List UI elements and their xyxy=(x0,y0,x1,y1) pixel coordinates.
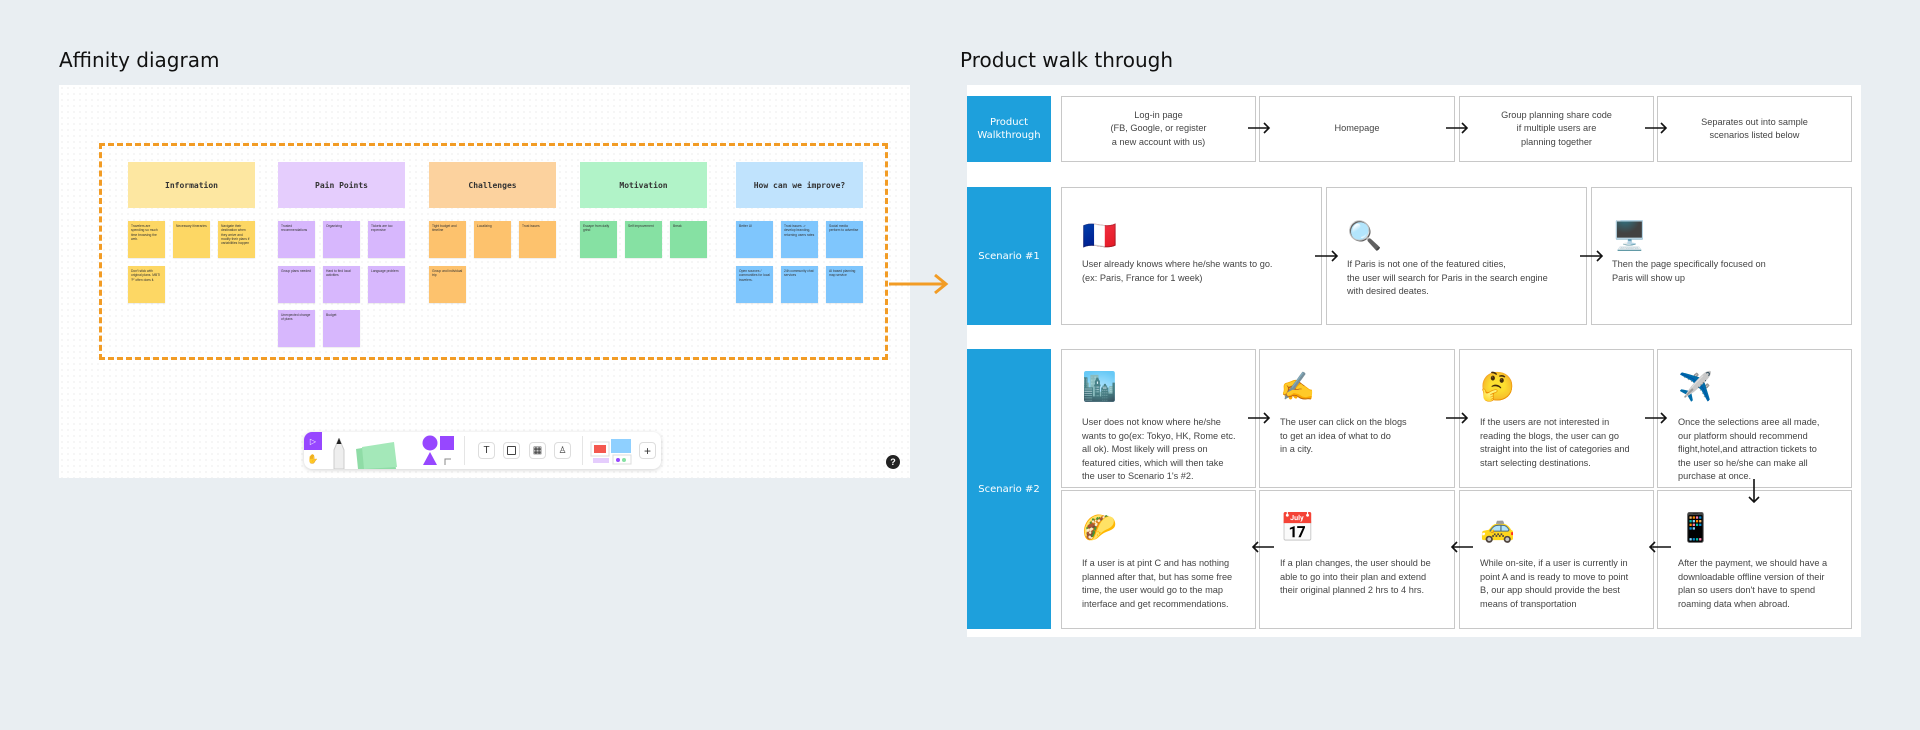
pen-icon xyxy=(333,438,345,469)
group-header-challenges[interactable]: Challenges xyxy=(429,162,556,208)
cityscape-icon: 🏙️ xyxy=(1082,371,1117,402)
flow-step[interactable]: 🏙️ User does not know where he/she wants … xyxy=(1061,349,1256,488)
shapes-tool[interactable] xyxy=(421,435,461,467)
flow-step[interactable]: Homepage xyxy=(1259,96,1455,162)
step-text: Then the page specifically focused on Pa… xyxy=(1612,259,1766,283)
sticky-note[interactable]: Unexpected change of plans xyxy=(278,310,315,347)
writing-hand-icon: ✍️ xyxy=(1280,371,1315,402)
group-header-how-can-we-improve[interactable]: How can we improve? xyxy=(736,162,863,208)
step-text: If a plan changes, the user should be ab… xyxy=(1280,558,1431,595)
flow-step[interactable]: 🚕 While on-site, if a user is currently i… xyxy=(1459,490,1654,629)
monitor-icon: 🖥️ xyxy=(1612,220,1647,251)
taxi-icon: 🚕 xyxy=(1480,512,1515,543)
flow-step[interactable]: 🤔 If the users are not interested in read… xyxy=(1459,349,1654,488)
sticky-note[interactable]: Localizing xyxy=(474,221,511,258)
text-tool[interactable]: T xyxy=(478,442,495,459)
toolbar-divider xyxy=(464,436,465,465)
row-label-scenario-2: Scenario #2 xyxy=(967,349,1051,629)
group-header-pain-points[interactable]: Pain Points xyxy=(278,162,405,208)
more-tools-button[interactable]: + xyxy=(639,442,656,459)
stamp-tool[interactable]: ♙ xyxy=(554,442,571,459)
toolbar-divider xyxy=(582,436,583,465)
select-tool[interactable]: ▷ xyxy=(304,432,322,450)
calendar-icon: 📅 xyxy=(1280,512,1315,543)
shapes-icon xyxy=(422,435,454,465)
help-button[interactable]: ? xyxy=(886,455,900,469)
france-flag-icon: 🇫🇷 xyxy=(1082,220,1117,251)
row-label-scenario-1: Scenario #1 xyxy=(967,187,1051,325)
section-icon xyxy=(507,446,516,455)
taco-icon: 🌮 xyxy=(1082,512,1117,543)
flow-step[interactable]: Separates out into sample scenarios list… xyxy=(1657,96,1852,162)
step-text: If a user is at pint C and has nothing p… xyxy=(1082,558,1233,609)
sticky-note-tool[interactable] xyxy=(354,441,398,469)
airplane-icon: ✈️ xyxy=(1678,371,1713,402)
affinity-frame[interactable] xyxy=(99,143,888,360)
flow-step[interactable]: 📱 After the payment, we should have a dow… xyxy=(1657,490,1852,629)
stamp-icon: ♙ xyxy=(558,445,567,455)
affinity-title: Affinity diagram xyxy=(59,48,220,72)
sticky-note[interactable]: Navigate their destination when they arr… xyxy=(218,221,255,258)
flow-step[interactable]: ✈️ Once the selections aree all made, our… xyxy=(1657,349,1852,488)
flow-step[interactable]: Group planning share code if multiple us… xyxy=(1459,96,1654,162)
sticky-note[interactable]: 24h community chat services xyxy=(781,266,818,303)
sticky-note[interactable]: Tickets are too expensive xyxy=(368,221,405,258)
sticky-note[interactable]: Don't stick with original plans. MBTI 'P… xyxy=(128,266,165,303)
sticky-note[interactable]: Self improvement xyxy=(625,221,662,258)
step-text: If Paris is not one of the featured citi… xyxy=(1347,259,1548,296)
flow-step[interactable]: 🌮 If a user is at pint C and has nothing … xyxy=(1061,490,1256,629)
sticky-note[interactable]: Break xyxy=(670,221,707,258)
flow-step[interactable]: ✍️ The user can click on the blogs to get… xyxy=(1259,349,1455,488)
step-text: The user can click on the blogs to get a… xyxy=(1280,417,1407,454)
magnifier-icon: 🔍 xyxy=(1347,220,1382,251)
sticky-note[interactable]: Language problem xyxy=(368,266,405,303)
table-tool[interactable]: ▦ xyxy=(529,442,546,459)
sticky-note-icon xyxy=(356,442,397,469)
hand-tool[interactable]: ✋ xyxy=(307,454,319,464)
sticky-note[interactable]: Social media perform to advertise xyxy=(826,221,863,258)
row-label-product-walkthrough: Product Walkthrough xyxy=(967,96,1051,162)
sticky-note[interactable]: Group and individual trip xyxy=(429,266,466,303)
sticky-note[interactable]: Escape from daily grind xyxy=(580,221,617,258)
step-text: Once the selections aree all made, our p… xyxy=(1678,417,1820,481)
sticky-note[interactable]: Group plans needed xyxy=(278,266,315,303)
phone-icon: 📱 xyxy=(1678,512,1713,543)
walkthrough-title: Product walk through xyxy=(960,48,1173,72)
flow-step[interactable]: 🖥️ Then the page specifically focused on … xyxy=(1591,187,1852,325)
flow-step[interactable]: 🇫🇷 User already knows where he/she wants … xyxy=(1061,187,1322,325)
sticky-note[interactable]: Tight budget and timeline xyxy=(429,221,466,258)
thinking-face-icon: 🤔 xyxy=(1480,371,1515,402)
sticky-note[interactable]: Better UI xyxy=(736,221,773,258)
board-toolbar: ▷ ✋ T ▦ ♙ + xyxy=(304,432,661,469)
flow-step[interactable]: Log-in page (FB, Google, or register a n… xyxy=(1061,96,1256,162)
flow-step[interactable]: 📅 If a plan changes, the user should be a… xyxy=(1259,490,1455,629)
pen-tool[interactable] xyxy=(332,438,346,469)
sticky-note[interactable]: Hard to find local activities xyxy=(323,266,360,303)
step-text: If the users are not interested in readi… xyxy=(1480,417,1630,468)
sticky-note[interactable]: Trust issues xyxy=(519,221,556,258)
sticky-note[interactable]: Budget xyxy=(323,310,360,347)
step-text: User does not know where he/she wants to… xyxy=(1082,417,1236,481)
templates-tool[interactable] xyxy=(589,438,635,466)
sticky-note[interactable]: AI based planning map service xyxy=(826,266,863,303)
group-header-motivation[interactable]: Motivation xyxy=(580,162,707,208)
step-text: After the payment, we should have a down… xyxy=(1678,558,1828,609)
step-text: While on-site, if a user is currently in… xyxy=(1480,558,1629,609)
step-text: User already knows where he/she wants to… xyxy=(1082,259,1273,283)
sticky-note[interactable]: Necessary itineraries xyxy=(173,221,210,258)
sticky-note[interactable]: Trusted recommendations xyxy=(278,221,315,258)
templates-icon xyxy=(590,439,632,465)
flow-step[interactable]: 🔍 If Paris is not one of the featured cit… xyxy=(1326,187,1587,325)
sticky-note[interactable]: Travelers are spending so much time brow… xyxy=(128,221,165,258)
group-header-information[interactable]: Information xyxy=(128,162,255,208)
section-tool[interactable] xyxy=(503,442,520,459)
sticky-note[interactable]: Open sources / communities for local tra… xyxy=(736,266,773,303)
sticky-note[interactable]: Organizing xyxy=(323,221,360,258)
table-icon: ▦ xyxy=(532,445,543,456)
sticky-note[interactable]: Trust issues -> develop branding, return… xyxy=(781,221,818,258)
